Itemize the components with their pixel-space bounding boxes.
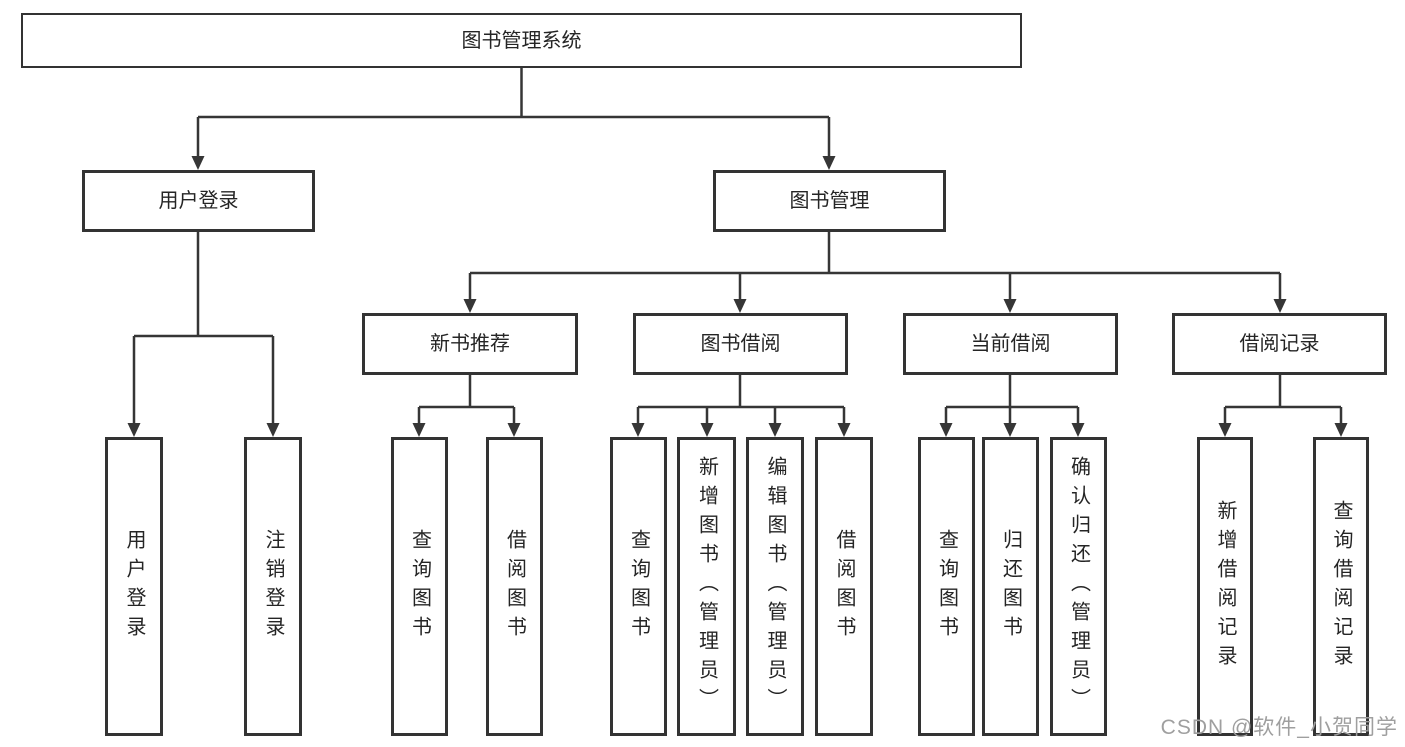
leaf-user-login: 用户登录 [105,437,163,736]
connector-borrowing-records-children [1218,375,1348,437]
node-label: 用户登录 [123,528,145,645]
leaf-edit-books-admin: 编辑图书（管理员） [746,437,804,736]
node-label: 当前借阅 [970,333,1051,355]
node-label: 查询图书 [627,528,650,645]
connector-user-login-children [127,232,280,437]
connector-new-book-children [412,375,521,437]
node-label: 借阅图书 [833,528,855,645]
node-label: 图书借阅 [700,333,781,355]
node-book-management: 图书管理 [713,170,946,232]
leaf-borrow-books: 借阅图书 [815,437,873,736]
connector-root-to-level2 [191,68,836,170]
node-label: 借阅图书 [503,528,526,645]
node-label: 用户登录 [158,190,239,212]
node-library-system: 图书管理系统 [21,13,1022,68]
leaf-query-books-borrowing: 查询图书 [610,437,667,736]
leaf-add-borrow-record: 新增借阅记录 [1197,437,1253,736]
node-new-book-recommend: 新书推荐 [362,313,578,375]
node-label: 归还图书 [999,528,1022,645]
leaf-add-books-admin: 新增图书（管理员） [677,437,736,736]
node-current-borrowing: 当前借阅 [903,313,1118,375]
node-label: 图书管理系统 [461,29,582,52]
node-label: 确认归还（管理员） [1067,456,1090,717]
leaf-confirm-return-admin: 确认归还（管理员） [1050,437,1107,736]
node-label: 新增借阅记录 [1214,499,1236,674]
leaf-query-books-recommend: 查询图书 [391,437,448,736]
node-label: 查询图书 [935,528,958,645]
leaf-query-books-current: 查询图书 [918,437,975,736]
node-label: 借阅记录 [1239,333,1320,355]
leaf-return-books: 归还图书 [982,437,1039,736]
node-label: 注销登录 [262,528,284,645]
node-book-borrowing: 图书借阅 [633,313,848,375]
connector-current-borrowing-children [939,375,1085,437]
leaf-logout: 注销登录 [244,437,302,736]
connector-book-management-children [463,232,1287,313]
node-label: 编辑图书（管理员） [764,456,786,717]
node-label: 新书推荐 [430,333,510,355]
leaf-query-borrow-record: 查询借阅记录 [1313,437,1369,736]
connector-book-borrowing-children [631,375,851,437]
node-label: 新增图书（管理员） [695,456,718,717]
node-label: 查询图书 [408,528,431,645]
node-label: 图书管理 [789,190,870,212]
node-user-login: 用户登录 [82,170,315,232]
node-borrowing-records: 借阅记录 [1172,313,1387,375]
csdn-watermark: CSDN @软件_小贺同学 [1160,716,1398,739]
node-label: 查询借阅记录 [1330,499,1352,674]
leaf-borrow-books-recommend: 借阅图书 [486,437,543,736]
